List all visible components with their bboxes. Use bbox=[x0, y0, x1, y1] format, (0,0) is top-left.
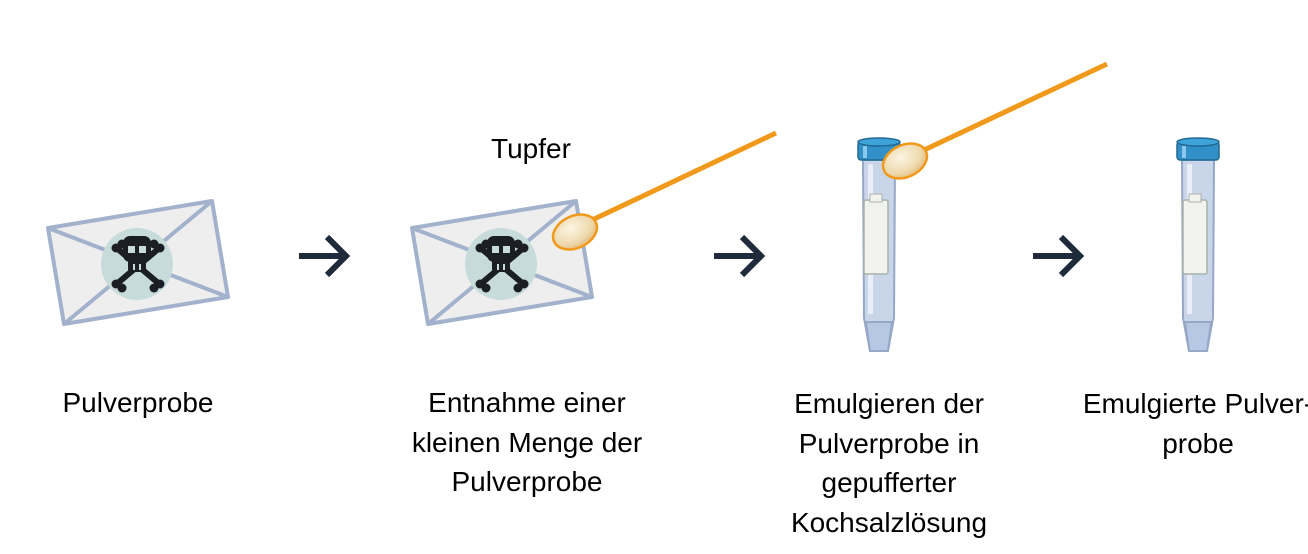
swab-icon bbox=[881, 61, 1109, 180]
step-4-caption-line-1: Emulgierte Pulver- bbox=[1082, 388, 1308, 419]
arrow-right-icon bbox=[714, 237, 761, 275]
step-4-caption: Emulgierte Pulver- probe bbox=[1066, 384, 1308, 463]
swab-label: Tupfer bbox=[491, 133, 571, 164]
step-3-caption: Emulgieren der Pulverprobe in gepufferte… bbox=[790, 388, 988, 538]
arrow-right-icon bbox=[299, 237, 346, 275]
swab-icon bbox=[551, 130, 778, 251]
step-4-caption-line-2: probe bbox=[1162, 427, 1234, 459]
step-1-caption: Pulverprobe bbox=[62, 387, 214, 418]
envelope-poison-icon bbox=[48, 201, 228, 324]
arrow-right-icon bbox=[1033, 237, 1080, 275]
test-tube-icon bbox=[1176, 137, 1220, 352]
step-2-caption: Entnahme einer kleinen Menge der Pulverp… bbox=[411, 387, 643, 497]
